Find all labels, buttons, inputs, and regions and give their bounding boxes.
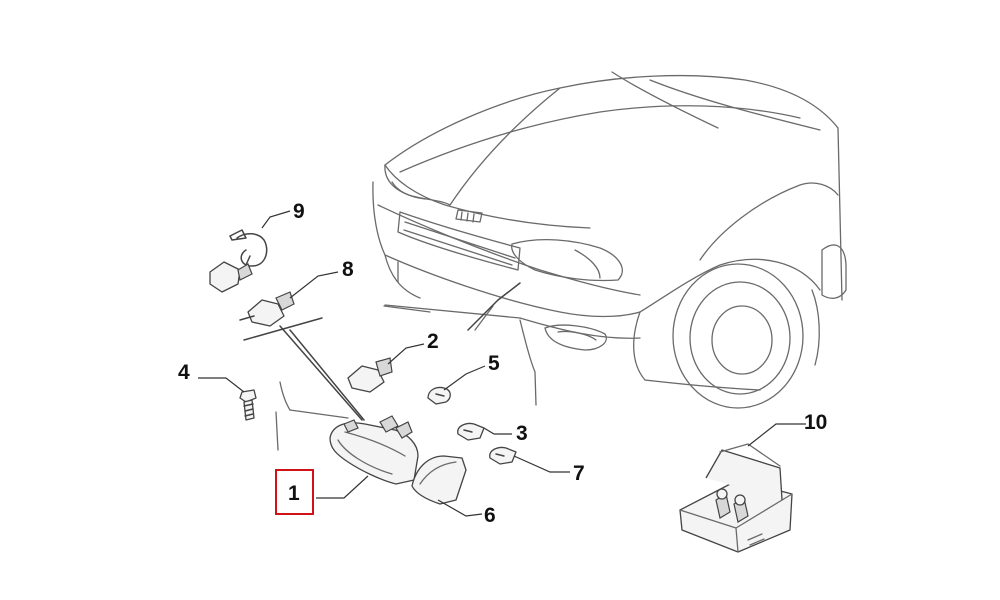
callout-8: 8: [342, 258, 354, 281]
part-5-bulb: [427, 386, 451, 405]
part-4-screw: [239, 389, 257, 421]
car-front-illustration: [372, 71, 847, 409]
callout-6: 6: [484, 504, 496, 527]
part-9-wiring-harness: [209, 229, 268, 293]
part-1-headlamp: [329, 415, 419, 485]
callout-3: 3: [516, 422, 528, 445]
part-10-bulb-kit-box: [679, 443, 793, 553]
callout-labels: 9 8 2 5 4 3 7 1 6 10: [178, 200, 827, 527]
part-2-bulb-holder: [347, 357, 393, 393]
part-8-bulb-holder: [239, 291, 295, 327]
part-3-bulb: [457, 422, 485, 441]
leader-lines: [198, 210, 806, 517]
callout-5: 5: [488, 352, 500, 375]
part-6-indicator-lamp: [411, 455, 467, 505]
highlight-box-part-1: [275, 469, 314, 515]
part-7-bulb: [489, 446, 517, 465]
callout-1: 1: [288, 482, 300, 505]
callout-2: 2: [427, 330, 439, 353]
callout-9: 9: [293, 200, 305, 223]
callout-4: 4: [178, 361, 190, 384]
callout-7: 7: [573, 462, 585, 485]
callout-10: 10: [804, 411, 827, 434]
